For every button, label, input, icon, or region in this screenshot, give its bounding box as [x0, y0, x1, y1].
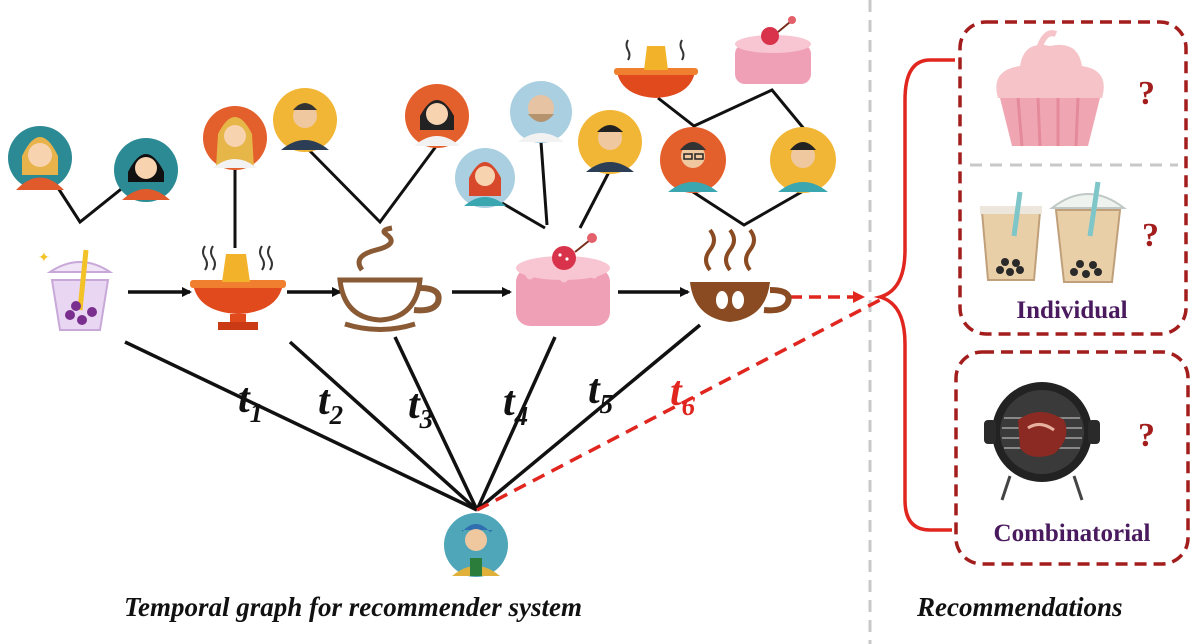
question-mark-cupcake: ?	[1138, 75, 1155, 112]
individual-recommendation-box	[958, 20, 1188, 336]
user-avatar-icon	[8, 126, 72, 190]
question-mark-individual: ?	[1142, 217, 1159, 254]
strawberry-cake-icon	[516, 233, 610, 326]
time-label-t1: t1	[238, 376, 263, 428]
target-user-avatar-icon	[444, 513, 508, 577]
combinatorial-label: Combinatorial	[994, 520, 1151, 547]
user-avatar-icon	[405, 84, 469, 148]
user-avatar-icon	[114, 138, 178, 202]
user-avatar-icon	[578, 110, 642, 174]
time-label-t6: t6	[670, 369, 696, 421]
time-edges	[124, 323, 702, 512]
coffee-icon	[690, 228, 792, 322]
future-time-edge	[476, 298, 881, 512]
time-label-t5: t5	[588, 367, 613, 419]
individual-label: Individual	[1016, 297, 1127, 324]
right-caption: Recommendations	[917, 592, 1123, 622]
user-avatar-icon	[203, 106, 267, 170]
cupcake-icon	[996, 30, 1104, 147]
time-label-t3: t3	[408, 382, 433, 434]
user-avatar-icon	[273, 88, 337, 152]
edge-user5-cake	[578, 169, 612, 229]
bbq-grill-icon	[984, 382, 1100, 501]
edge-user4-cake	[539, 141, 549, 226]
left-caption: Temporal graph for recommender system	[124, 592, 582, 622]
edge-hotpot-cake-users	[657, 88, 807, 131]
user-avatar-icon	[770, 127, 836, 193]
question-mark-combinatorial: ?	[1138, 417, 1155, 454]
edge-users-latte	[305, 144, 439, 225]
time-label-t4: t4	[503, 379, 528, 431]
edge-users-coffee	[689, 188, 806, 227]
user-avatar-icon	[455, 148, 515, 208]
svg-text:✦: ✦	[38, 251, 50, 266]
hotpot-icon	[614, 39, 698, 98]
recommendation-bracket	[873, 58, 955, 532]
latte-icon	[337, 225, 442, 332]
user-avatar-icon	[660, 127, 726, 193]
hotpot-icon	[190, 245, 286, 330]
strawberry-cake-icon	[735, 16, 811, 84]
user-avatar-icon	[510, 81, 572, 143]
bubble-tea-icon: ✦	[38, 249, 114, 331]
time-labels: t1 t2 t3 t4 t5 t6	[238, 367, 696, 434]
time-label-t2: t2	[318, 378, 343, 430]
bubble-tea-pair-icon	[980, 181, 1127, 283]
